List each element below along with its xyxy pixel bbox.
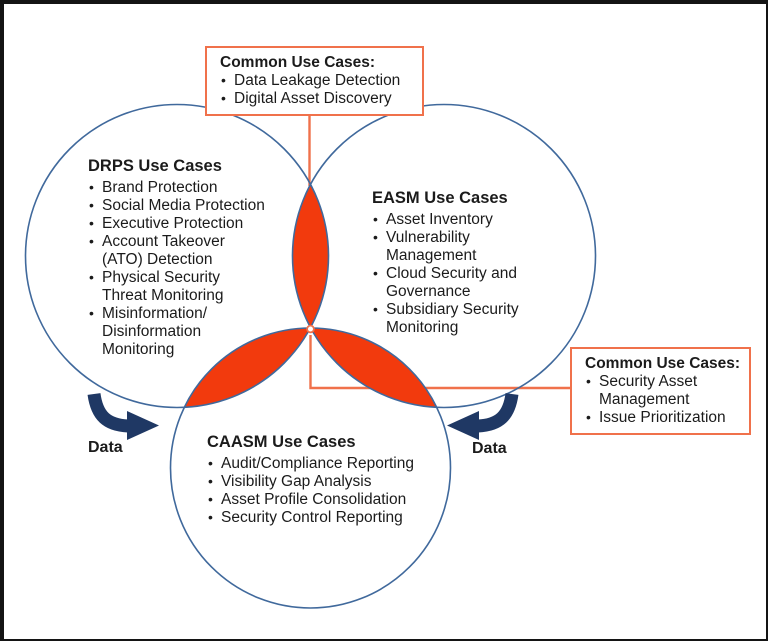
list-item: Cloud Security and Governance (372, 264, 562, 301)
list-item: Audit/Compliance Reporting (207, 454, 459, 473)
top-common-use-cases-callout: Common Use Cases: Data Leakage Detection… (205, 46, 424, 116)
list-item: Security Control Reporting (207, 508, 459, 527)
right-callout-list: Security Asset Management Issue Prioriti… (585, 372, 741, 427)
list-item: Security Asset Management (585, 372, 741, 409)
list-item: Subsidiary Security Monitoring (372, 300, 562, 337)
caasm-heading: CAASM Use Cases (207, 433, 356, 451)
list-item: Visibility Gap Analysis (207, 472, 459, 491)
left-data-arrow (87, 392, 129, 433)
right-callout-connector-line (309, 335, 571, 390)
top-callout-list: Data Leakage Detection Digital Asset Dis… (220, 71, 414, 108)
list-item: Asset Profile Consolidation (207, 490, 459, 509)
list-item: Issue Prioritization (585, 408, 741, 427)
center-point-marker (306, 324, 315, 334)
left-data-label: Data (88, 439, 123, 456)
list-item: Brand Protection (88, 178, 284, 197)
list-item: Digital Asset Discovery (220, 89, 414, 108)
drps-circle (24, 103, 330, 409)
list-item: Asset Inventory (372, 210, 562, 229)
caasm-use-cases-block: CAASM Use Cases Audit/Compliance Reporti… (207, 433, 459, 527)
list-item: Vulnerability Management (372, 228, 562, 265)
easm-circle (291, 103, 597, 409)
list-item: Executive Protection (88, 214, 284, 233)
right-data-arrowhead (447, 411, 479, 440)
caasm-list: Audit/Compliance Reporting Visibility Ga… (207, 454, 459, 527)
venn-diagram-canvas (24, 103, 597, 609)
right-common-use-cases-callout: Common Use Cases: Security Asset Managem… (570, 347, 751, 435)
list-item: Social Media Protection (88, 196, 284, 215)
right-data-label: Data (472, 440, 507, 457)
list-item: Account Takeover (ATO) Detection (88, 232, 284, 269)
easm-list: Asset Inventory Vulnerability Management… (372, 210, 562, 337)
list-item: Physical Security Threat Monitoring (88, 268, 284, 305)
left-data-arrowhead (127, 411, 159, 440)
list-item: Data Leakage Detection (220, 71, 414, 90)
easm-heading: EASM Use Cases (372, 189, 508, 207)
drps-list: Brand Protection Social Media Protection… (88, 178, 284, 359)
right-data-arrow (477, 392, 519, 433)
drps-use-cases-block: DRPS Use Cases Brand Protection Social M… (88, 157, 284, 359)
callout-title: Common Use Cases: (585, 355, 741, 372)
easm-use-cases-block: EASM Use Cases Asset Inventory Vulnerabi… (372, 189, 562, 337)
drps-heading: DRPS Use Cases (88, 157, 222, 175)
callout-title: Common Use Cases: (220, 54, 376, 71)
list-item: Misinformation/ Disinformation Monitorin… (88, 304, 284, 359)
